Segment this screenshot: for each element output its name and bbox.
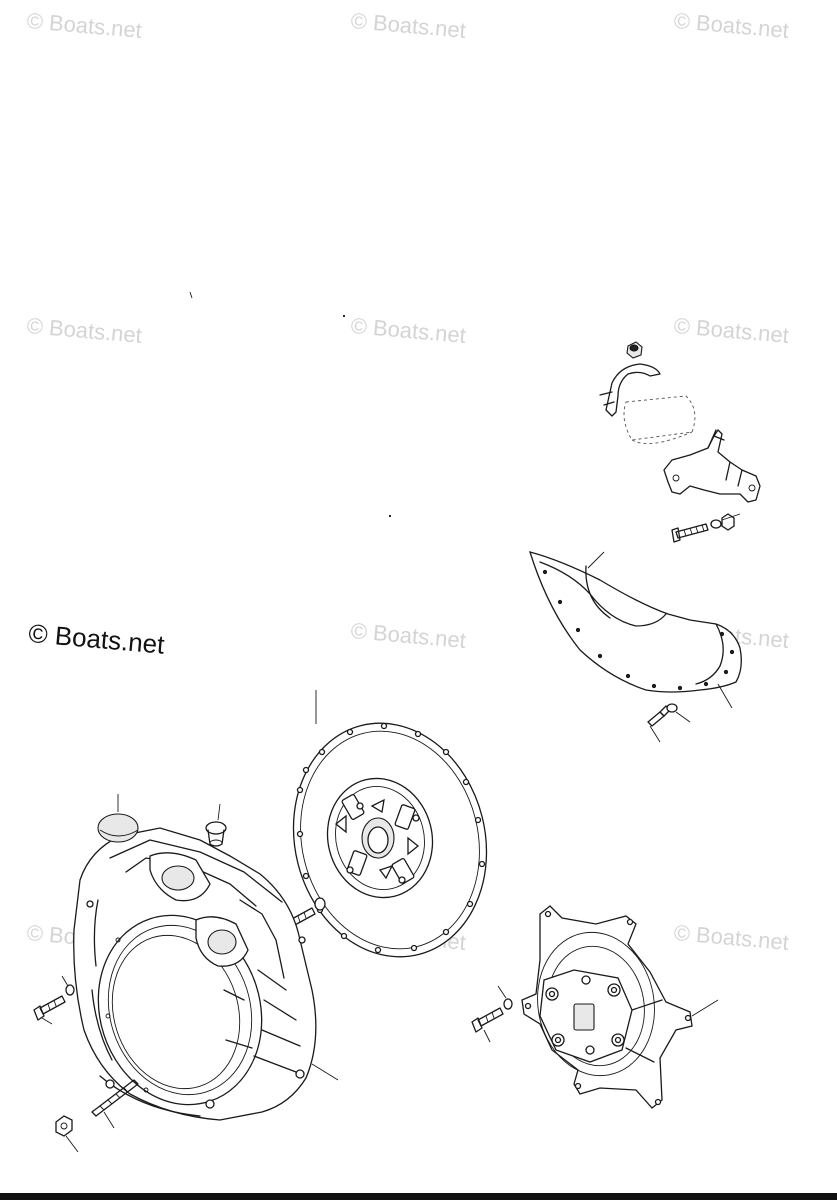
clamp-bracket-assembly bbox=[599, 341, 761, 543]
flywheel-cover-plate bbox=[529, 551, 742, 709]
drive-coupling bbox=[521, 905, 719, 1109]
housing-cap bbox=[97, 794, 139, 843]
clamp-band bbox=[605, 363, 661, 417]
cover-bolt bbox=[647, 705, 671, 743]
page-bottom-rule bbox=[0, 1193, 837, 1200]
bracket-washer bbox=[710, 519, 722, 529]
housing-washer-left bbox=[65, 984, 75, 996]
mounting-bracket bbox=[663, 429, 761, 503]
bracket-nut bbox=[721, 513, 735, 531]
housing-nut bbox=[55, 1115, 79, 1153]
housing-stud bbox=[91, 1079, 139, 1129]
cover-washer bbox=[666, 703, 678, 713]
plate-washer bbox=[314, 897, 326, 911]
housing-bolt-left bbox=[33, 995, 66, 1025]
housing-grommet bbox=[205, 803, 227, 847]
bracket-bolt bbox=[671, 523, 709, 543]
flywheel-housing bbox=[73, 827, 339, 1121]
coupling-bolt bbox=[471, 1007, 504, 1033]
clamp-nut bbox=[626, 341, 643, 359]
coupling-washer bbox=[503, 998, 513, 1010]
damper-plate bbox=[292, 690, 488, 958]
